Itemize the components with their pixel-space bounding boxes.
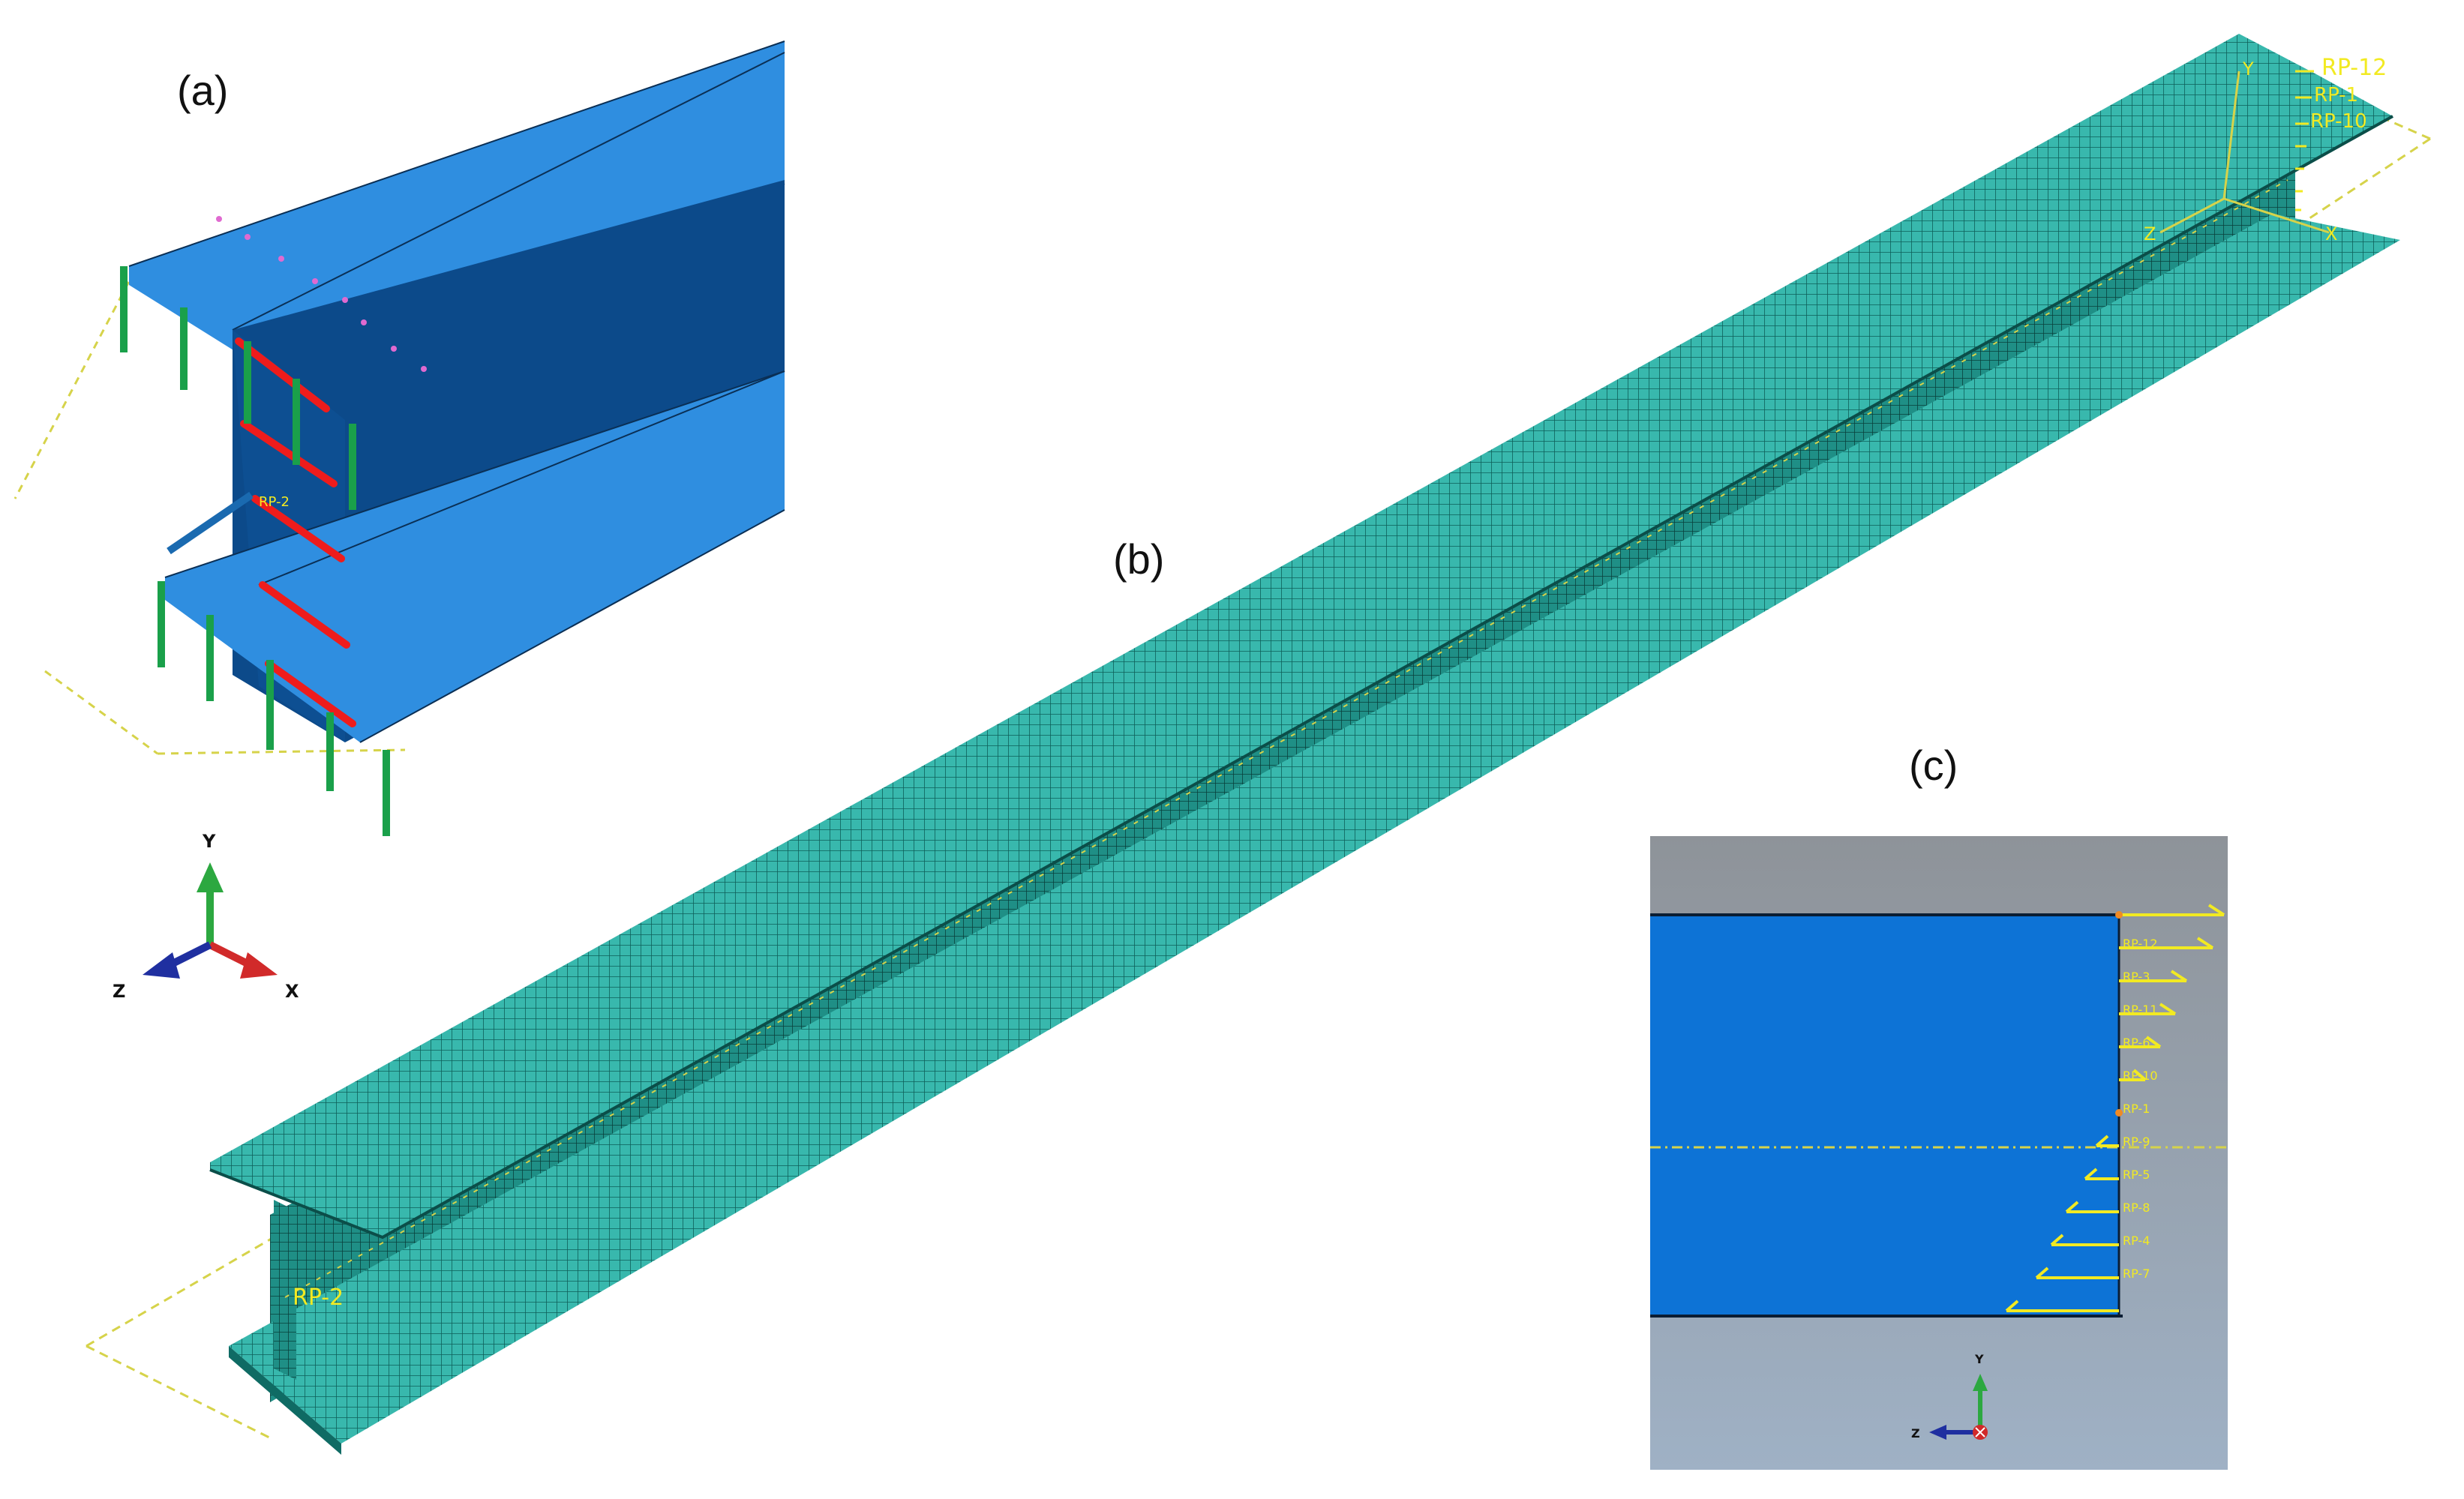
panel-b-centerline <box>284 179 2288 1298</box>
panel-c-rp-2: RP-3 <box>2123 970 2150 984</box>
panel-c-rp-4: RP-6 <box>2123 1036 2150 1050</box>
panel-c-rp-5: RP-10 <box>2123 1069 2158 1083</box>
panel-b-axis-z: Z <box>2144 223 2156 244</box>
panel-b-axis-y: Y <box>2242 58 2254 79</box>
panel-b-label: (b) <box>1113 535 1164 583</box>
panel-c-section <box>1650 915 2119 1316</box>
panel-c-rp-6: RP-1 <box>2123 1102 2150 1116</box>
panel-c-rp-7: RP-9 <box>2123 1135 2150 1149</box>
panel-c-rp-3: RP-11 <box>2123 1003 2158 1017</box>
panel-a-dashed-outline <box>14 269 406 755</box>
panel-b-top-flange-edge <box>209 115 2393 1240</box>
panel-b-rp-right-1: RP-12 <box>2321 55 2387 81</box>
panel-c: (c) RP-12 RP-3 RP-11 RP-6 <box>1650 742 2228 1470</box>
panel-a-restraints <box>235 337 356 727</box>
panel-a-bottom-web-line <box>258 370 785 586</box>
panel-c-rp-labels: RP-12 RP-3 RP-11 RP-6 RP-10 RP-1 RP-9 RP… <box>2123 937 2158 1281</box>
panel-c-rp-9: RP-8 <box>2123 1201 2150 1215</box>
panel-a-load-markers <box>216 216 427 372</box>
panel-c-rp-10: RP-4 <box>2123 1234 2150 1248</box>
panel-b: (b) RP-2 RP-12 RP-1 RP-10 <box>86 34 2431 1455</box>
panel-a-rp-label: RP-2 <box>259 494 290 510</box>
panel-c-axis-triad: Y Z <box>1911 1352 1988 1441</box>
panel-a: (a) <box>14 40 785 1002</box>
panel-c-rp-marker-mid <box>2115 1109 2123 1117</box>
panel-b-rp-right-2: RP-1 <box>2314 84 2358 106</box>
panel-b-bottom-flange-shade <box>229 1346 341 1455</box>
panel-b-web-end <box>274 1200 296 1380</box>
panel-c-label: (c) <box>1909 742 1958 789</box>
panel-a-label: (a) <box>177 67 228 114</box>
panel-a-axis-y: Y <box>202 831 216 852</box>
panel-a-bottom-flange-edge <box>164 370 785 743</box>
panel-a-reference-arm <box>167 491 254 555</box>
panel-c-rp-marker-top <box>2115 911 2123 919</box>
panel-b-bottom-flange <box>229 214 2400 1444</box>
panel-c-stress-arrows <box>2005 904 2225 1312</box>
panel-a-axis-triad: Y X Z <box>113 831 299 1002</box>
panel-c-axis-y: Y <box>1974 1352 1984 1366</box>
panel-b-axis-x: X <box>2325 223 2337 244</box>
panel-b-rp-right-3: RP-10 <box>2310 110 2367 133</box>
panel-b-dashed-boundary <box>86 58 2431 1441</box>
panel-c-rp-8: RP-5 <box>2123 1168 2150 1182</box>
panel-b-top-flange <box>210 34 2393 1237</box>
panel-c-axis-z: Z <box>1911 1426 1920 1441</box>
panel-a-bottom-flange <box>165 371 785 742</box>
panel-a-supports <box>120 266 390 836</box>
panel-b-rp-right-cluster: RP-12 RP-1 RP-10 <box>2295 55 2387 211</box>
panel-b-axis-triad <box>2159 70 2330 234</box>
panel-c-rp-11: RP-7 <box>2123 1267 2150 1281</box>
panel-c-rp-1: RP-12 <box>2123 937 2158 951</box>
panel-b-rp-left: RP-2 <box>293 1285 344 1311</box>
panel-a-axis-x: X <box>285 981 299 1002</box>
panel-a-axis-z: Z <box>113 981 125 1002</box>
panel-a-flange-midline <box>232 52 785 331</box>
